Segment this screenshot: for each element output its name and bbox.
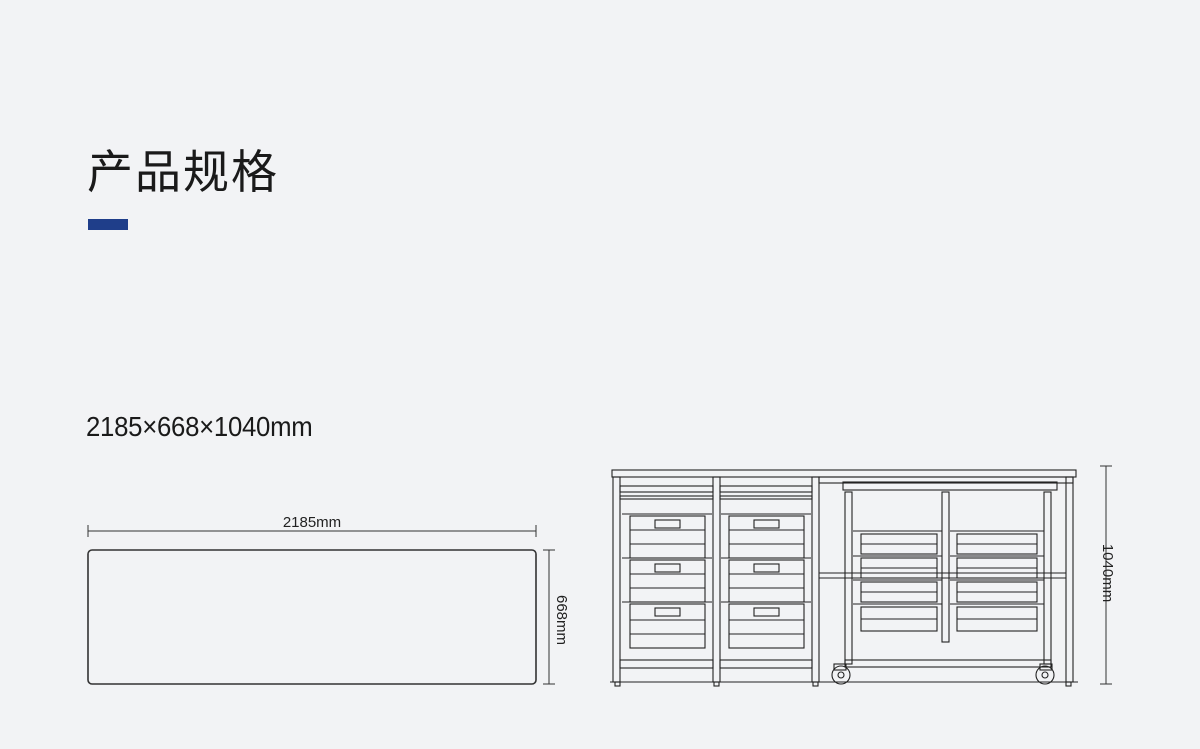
height-dimension-line — [1100, 465, 1112, 685]
title-accent-bar — [88, 219, 128, 230]
page-title: 产品规格 — [87, 145, 279, 199]
tabletop-outline — [87, 549, 537, 685]
caster-left — [831, 663, 851, 685]
left-drawer-column-2 — [721, 513, 811, 649]
left-drawer-column-1 — [622, 513, 712, 649]
height-label: 1040mm — [1099, 544, 1116, 602]
overall-dimensions: 2185×668×1040mm — [86, 411, 313, 442]
right-drawer-column-1 — [853, 530, 942, 632]
right-drawer-column-2 — [950, 530, 1044, 632]
caster-right — [1035, 663, 1055, 685]
width-label: 2185mm — [283, 514, 341, 531]
depth-label: 668mm — [553, 595, 570, 645]
top-view-drawing — [87, 525, 555, 685]
front-view-drawing — [610, 469, 1078, 687]
